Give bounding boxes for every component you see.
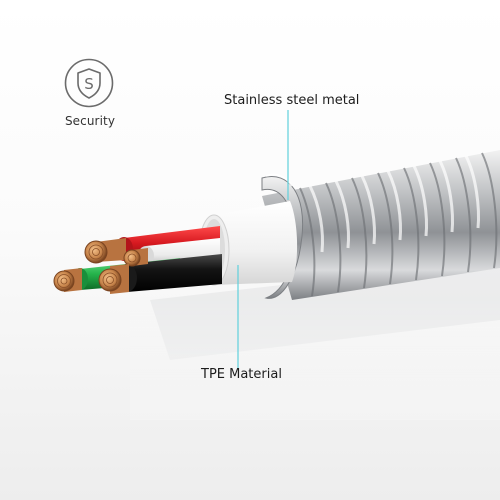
copper-strands bbox=[53, 238, 148, 294]
shield-s-icon: S bbox=[64, 58, 114, 108]
callout-steel-label: Stainless steel metal bbox=[224, 93, 360, 108]
copper-strand-white bbox=[123, 248, 148, 267]
steel-spiral-armor bbox=[261, 150, 500, 300]
callout-lines bbox=[237, 110, 289, 368]
copper-strand-red bbox=[84, 238, 126, 264]
badge-label: Security bbox=[64, 114, 116, 128]
copper-strand-green bbox=[53, 268, 82, 292]
security-badge: S Security bbox=[57, 58, 123, 132]
badge-letter: S bbox=[84, 75, 94, 93]
copper-strand-black bbox=[98, 264, 129, 294]
callout-tpe-label: TPE Material bbox=[201, 367, 282, 382]
